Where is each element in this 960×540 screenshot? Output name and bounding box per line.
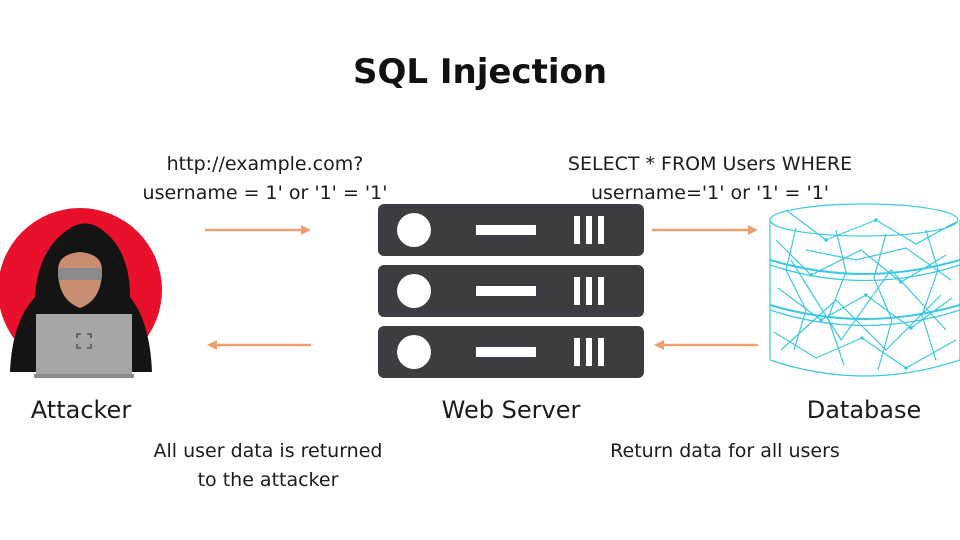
hooded-hacker-icon — [0, 208, 162, 378]
attacker-label: Attacker — [30, 396, 132, 424]
database-response-note: Return data for all users — [610, 440, 840, 462]
sql-query-line-1: SELECT * FROM Users WHERE — [567, 153, 853, 175]
database-label: Database — [806, 396, 922, 424]
arrow-response-to-attacker — [207, 340, 311, 350]
request-url-note: http://example.com? username = 1' or '1'… — [130, 150, 400, 208]
sql-query-note: SELECT * FROM Users WHERE username='1' o… — [545, 150, 875, 208]
request-url-line-2: username = 1' or '1' = '1' — [142, 182, 388, 204]
arrow-request-to-server — [205, 225, 311, 235]
attacker-response-line-2: to the attacker — [197, 469, 339, 491]
sql-query-line-2: username='1' or '1' = '1' — [590, 182, 830, 204]
request-url-line-1: http://example.com? — [166, 153, 364, 175]
diagram-title: SQL Injection — [352, 52, 608, 92]
attacker-response-line-1: All user data is returned — [153, 440, 383, 462]
web-server-label: Web Server — [441, 396, 581, 424]
arrow-data-to-server — [654, 340, 758, 350]
arrow-query-to-database — [652, 225, 758, 235]
attacker-response-note: All user data is returned to the attacke… — [128, 437, 408, 495]
database-icon — [769, 203, 960, 377]
server-rack-icon — [378, 204, 644, 378]
